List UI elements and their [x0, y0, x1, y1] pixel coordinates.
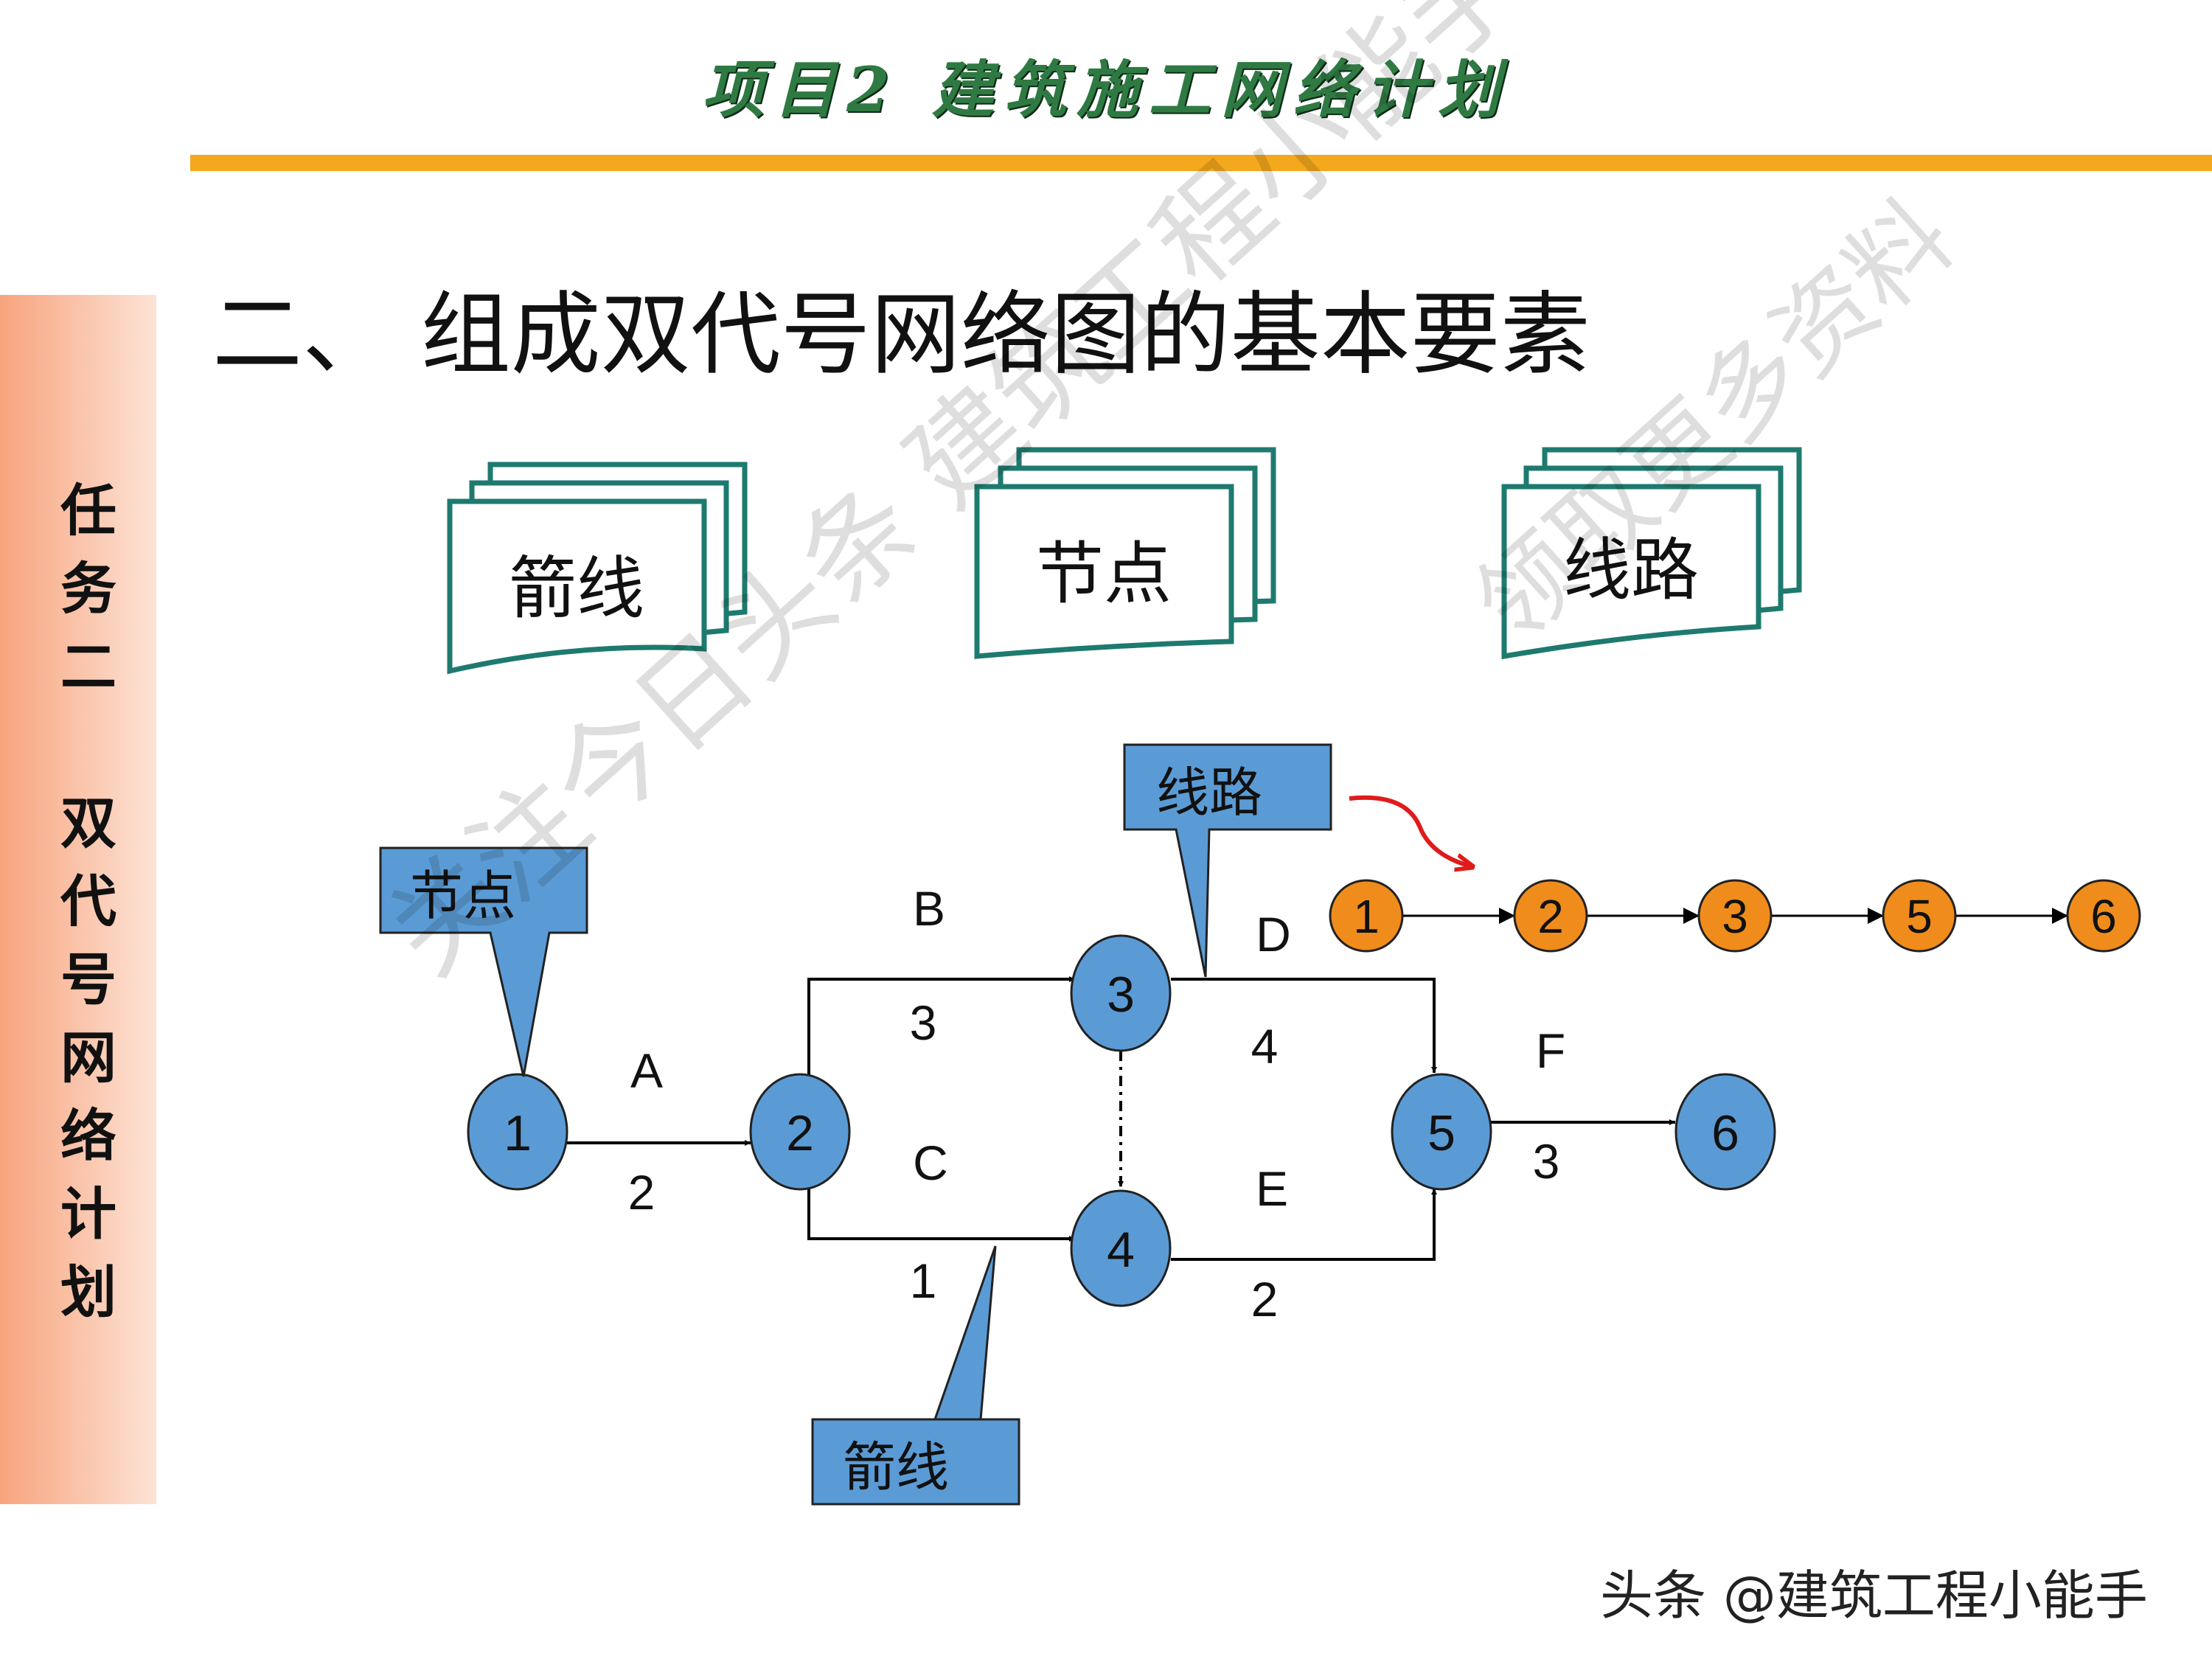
- activity-duration-F: 3: [1533, 1134, 1560, 1189]
- sidebar-panel: [0, 295, 156, 1504]
- activity-duration-B: 3: [910, 995, 937, 1050]
- node-1: 1: [467, 1073, 568, 1191]
- element-label-arrow: 箭线: [509, 552, 644, 627]
- path-node-2: 2: [1513, 879, 1588, 953]
- activity-duration-D: 4: [1251, 1019, 1279, 1074]
- header-divider: [190, 155, 2212, 171]
- path-node-3: 3: [1697, 879, 1773, 953]
- activity-arrow-C: [807, 1187, 1075, 1242]
- element-card-path: 线路: [1501, 447, 1802, 660]
- svg-text:5: 5: [1906, 890, 1933, 943]
- footer-watermark: 头条 @建筑工程小能手: [1600, 1565, 2148, 1627]
- element-label-node: 节点: [1036, 537, 1172, 612]
- node-4: 4: [1070, 1189, 1172, 1307]
- svg-text:2: 2: [1537, 890, 1564, 943]
- callout-node: 节点: [379, 846, 588, 1077]
- element-card-node: 节点: [974, 447, 1276, 659]
- activity-name-D: D: [1256, 907, 1291, 961]
- path-node-5: 5: [1882, 879, 1957, 953]
- activity-name-C: C: [913, 1135, 948, 1190]
- svg-text:5: 5: [1427, 1105, 1455, 1161]
- activity-name-A: A: [630, 1043, 663, 1098]
- node-6: 6: [1674, 1073, 1776, 1191]
- element-label-path: 线路: [1563, 533, 1699, 608]
- node-5: 5: [1391, 1073, 1492, 1191]
- svg-text:2: 2: [786, 1105, 814, 1161]
- activity-name-B: B: [913, 881, 945, 936]
- element-cards: 箭线 节点 线路: [447, 447, 1802, 675]
- svg-text:6: 6: [1711, 1105, 1739, 1161]
- highlighted-path: 1 2 3 5 6: [1329, 879, 2141, 953]
- activity-arrow-D: [1171, 978, 1437, 1073]
- activity-duration-E: 2: [1251, 1272, 1279, 1326]
- sidebar-label: 任务二 双代号网络计划: [60, 478, 116, 1325]
- path-node-6: 6: [2066, 879, 2141, 953]
- node-3: 3: [1070, 934, 1172, 1052]
- svg-text:4: 4: [1107, 1222, 1135, 1278]
- activity-arrows: [566, 976, 1675, 1261]
- activity-duration-C: 1: [910, 1253, 937, 1308]
- svg-text:3: 3: [1722, 890, 1748, 943]
- activity-name-E: E: [1256, 1161, 1288, 1216]
- svg-text:3: 3: [1107, 967, 1135, 1023]
- callout-arrow: 箭线: [811, 1245, 1020, 1506]
- callout-node-label: 节点: [410, 867, 516, 926]
- page-header-title: 项目2 建筑施工网络计划: [702, 53, 1510, 126]
- callout-path-label: 线路: [1156, 764, 1262, 823]
- activity-duration-A: 2: [628, 1165, 655, 1220]
- activity-arrow-E: [1171, 1189, 1437, 1261]
- activity-labels: A 2 B 3 C 1 D 4 E 2 F 3: [628, 881, 1566, 1326]
- curved-red-arrow: [1349, 795, 1471, 866]
- svg-text:1: 1: [504, 1105, 532, 1161]
- callouts: 节点 线路 箭线: [379, 743, 1332, 1506]
- activity-name-F: F: [1536, 1023, 1565, 1078]
- node-2: 2: [749, 1073, 851, 1191]
- section-heading: 二、 组成双代号网络图的基本要素: [212, 282, 1590, 387]
- callout-arrow-label: 箭线: [843, 1439, 949, 1498]
- svg-text:6: 6: [2090, 890, 2117, 943]
- network-nodes: 1 2 3 4 5 6: [467, 934, 1776, 1307]
- path-node-1: 1: [1329, 879, 1404, 953]
- element-card-arrow: 箭线: [447, 462, 748, 675]
- svg-text:1: 1: [1353, 890, 1380, 943]
- activity-arrow-B: [807, 976, 1075, 1102]
- callout-path: 线路: [1123, 743, 1332, 978]
